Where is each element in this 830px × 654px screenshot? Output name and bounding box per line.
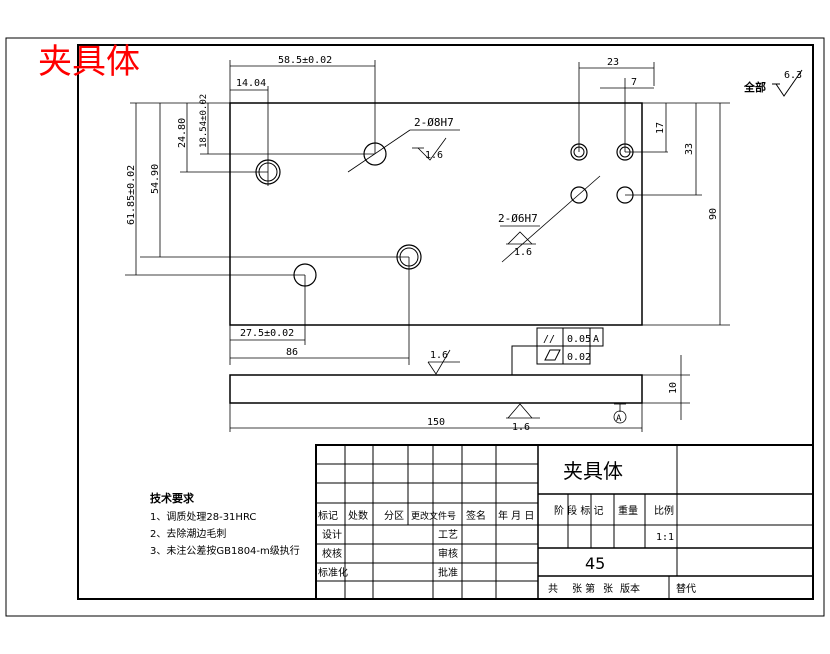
role-process: 工艺 <box>438 529 458 541</box>
header-signature: 签名 <box>466 509 486 522</box>
footer-sheet-end: 张 <box>603 583 613 595</box>
header-count: 处数 <box>348 509 368 522</box>
surface-finish-all-value: 6.3 <box>784 70 802 81</box>
footer-total: 共 <box>548 583 558 595</box>
tech-item-3: 3、未注公差按GB1804-m级执行 <box>150 544 300 557</box>
tech-item-1: 1、调质处理28-31HRC <box>150 511 256 523</box>
weight-label: 重量 <box>618 504 638 517</box>
dim-24-80: 24.80 <box>177 118 188 148</box>
header-change-doc: 更改文件号 <box>411 510 456 522</box>
large-hole-label: 2-Ø8H7 <box>414 116 454 129</box>
header-title: 夹具体 <box>38 42 140 82</box>
small-hole-label: 2-Ø6H7 <box>498 212 538 225</box>
parallelism-value: 0.05 <box>567 334 591 345</box>
plate-outline <box>229 102 643 326</box>
dim-150: 150 <box>427 417 445 428</box>
large-hole-leader <box>347 129 460 173</box>
dim-7: 7 <box>631 77 637 88</box>
footer-version: 版本 <box>620 582 640 595</box>
large-hole-finish: 1.6 <box>425 150 443 161</box>
footer-replace: 替代 <box>676 582 696 595</box>
dim-61-85: 61.85±0.02 <box>126 165 137 225</box>
dim-17: 17 <box>655 122 666 134</box>
side-view: 1.6 1.6 A 150 10 <box>229 349 690 433</box>
role-standard: 标准化 <box>318 566 348 579</box>
dim-18-54: 18.54±0.02 <box>199 94 209 148</box>
side-finish-top: 1.6 <box>430 350 448 361</box>
tech-title: 技术要求 <box>150 491 195 505</box>
parallelism-datum: A <box>593 334 599 345</box>
footer-sheet: 张 第 <box>572 582 595 595</box>
title-part-name: 夹具体 <box>563 459 623 483</box>
header-mark: 标记 <box>318 510 338 522</box>
surface-finish-all-label: 全部 <box>743 80 766 94</box>
tech-requirements: 技术要求 1、调质处理28-31HRC 2、去除潮边毛刺 3、未注公差按GB18… <box>150 491 300 557</box>
role-check: 校核 <box>322 547 342 560</box>
small-hole-finish: 1.6 <box>514 247 532 258</box>
extension-lines <box>125 60 730 365</box>
hole-small-3 <box>570 186 588 204</box>
dim-86: 86 <box>286 347 298 358</box>
header-zone: 分区 <box>384 510 404 522</box>
side-finish-bottom: 1.6 <box>512 422 530 433</box>
outer-border <box>5 37 825 617</box>
scale-label: 比例 <box>654 504 674 517</box>
stage-labels: 阶 段 标 记 <box>554 504 604 517</box>
dim-27-5: 27.5±0.02 <box>240 328 294 339</box>
parallelism-symbol: // <box>543 334 555 345</box>
datum-label: A <box>616 414 622 424</box>
title-material: 45 <box>585 554 605 573</box>
surface-finish-all-symbol <box>772 69 803 97</box>
title-block: 夹具体 45 标记 处数 分区 更改文件号 签名 年 月 日 设计 校核 标准化… <box>315 444 814 600</box>
flatness-value: 0.02 <box>567 352 591 363</box>
dimension-lines <box>135 65 721 359</box>
dim-14-04: 14.04 <box>236 78 266 89</box>
tech-item-2: 2、去除潮边毛刺 <box>150 527 226 540</box>
role-design: 设计 <box>322 528 342 541</box>
dim-54-90: 54.90 <box>150 164 161 194</box>
role-review: 审核 <box>438 547 458 560</box>
dim-33: 33 <box>684 143 695 155</box>
header-date: 年 月 日 <box>498 509 534 522</box>
role-approve: 批准 <box>438 566 458 579</box>
tolerance-frames <box>511 327 604 375</box>
small-hole-leader <box>500 175 601 263</box>
dim-58-5: 58.5±0.02 <box>278 55 332 66</box>
dim-10: 10 <box>668 382 679 394</box>
dim-90: 90 <box>708 208 719 220</box>
scale-value: 1:1 <box>656 532 674 543</box>
top-view: 58.5±0.02 14.04 23 7 61.85±0.02 54.90 24… <box>125 55 730 365</box>
dim-23: 23 <box>607 57 619 68</box>
